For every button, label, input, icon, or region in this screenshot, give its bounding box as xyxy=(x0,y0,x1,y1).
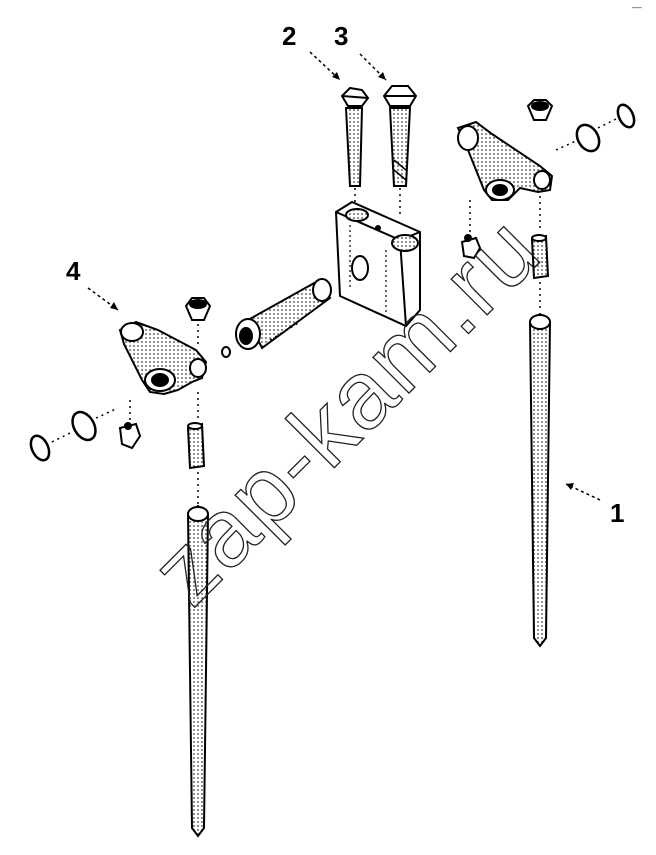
right-rocker-arm xyxy=(456,120,554,201)
rocker-shaft xyxy=(221,278,332,358)
callout-2-arrowhead xyxy=(332,72,340,80)
callout-3: 3 xyxy=(334,21,387,81)
left-locknut xyxy=(184,297,212,321)
right-washer-a xyxy=(575,123,601,153)
callout-2-label: 2 xyxy=(282,21,296,51)
right-washer-b xyxy=(616,103,636,129)
left-washer-a xyxy=(71,410,97,442)
callout-3-label: 3 xyxy=(334,21,348,51)
left-adjusting-screw xyxy=(186,422,206,470)
assembly-lines-bolts xyxy=(354,188,401,218)
right-adjusting-screw xyxy=(530,234,550,280)
part-2-bolt xyxy=(340,86,370,187)
left-socket-clip xyxy=(118,422,142,450)
part-3-bolt xyxy=(382,85,418,187)
left-washer-b xyxy=(29,434,51,462)
left-rocker-arm-part-4 xyxy=(118,320,208,396)
part-1-push-rod xyxy=(528,312,552,648)
callout-2: 2 xyxy=(282,21,341,81)
callout-3-arrowhead xyxy=(378,72,386,80)
callout-4: 4 xyxy=(66,256,119,311)
left-push-rod xyxy=(186,504,210,838)
callout-2-leader xyxy=(309,51,341,81)
callout-1-arrowhead xyxy=(566,483,574,490)
callout-4-label: 4 xyxy=(66,256,81,286)
rocker-bracket xyxy=(334,200,421,328)
right-socket-clip xyxy=(460,234,482,260)
callout-1: 1 xyxy=(565,483,624,528)
callout-1-label: 1 xyxy=(610,498,624,528)
assembly-lines-right xyxy=(469,117,619,312)
callout-4-arrowhead xyxy=(110,302,118,310)
right-locknut xyxy=(526,99,554,121)
corner-mark: –– xyxy=(632,2,642,12)
assembly-lines-left xyxy=(51,321,301,504)
